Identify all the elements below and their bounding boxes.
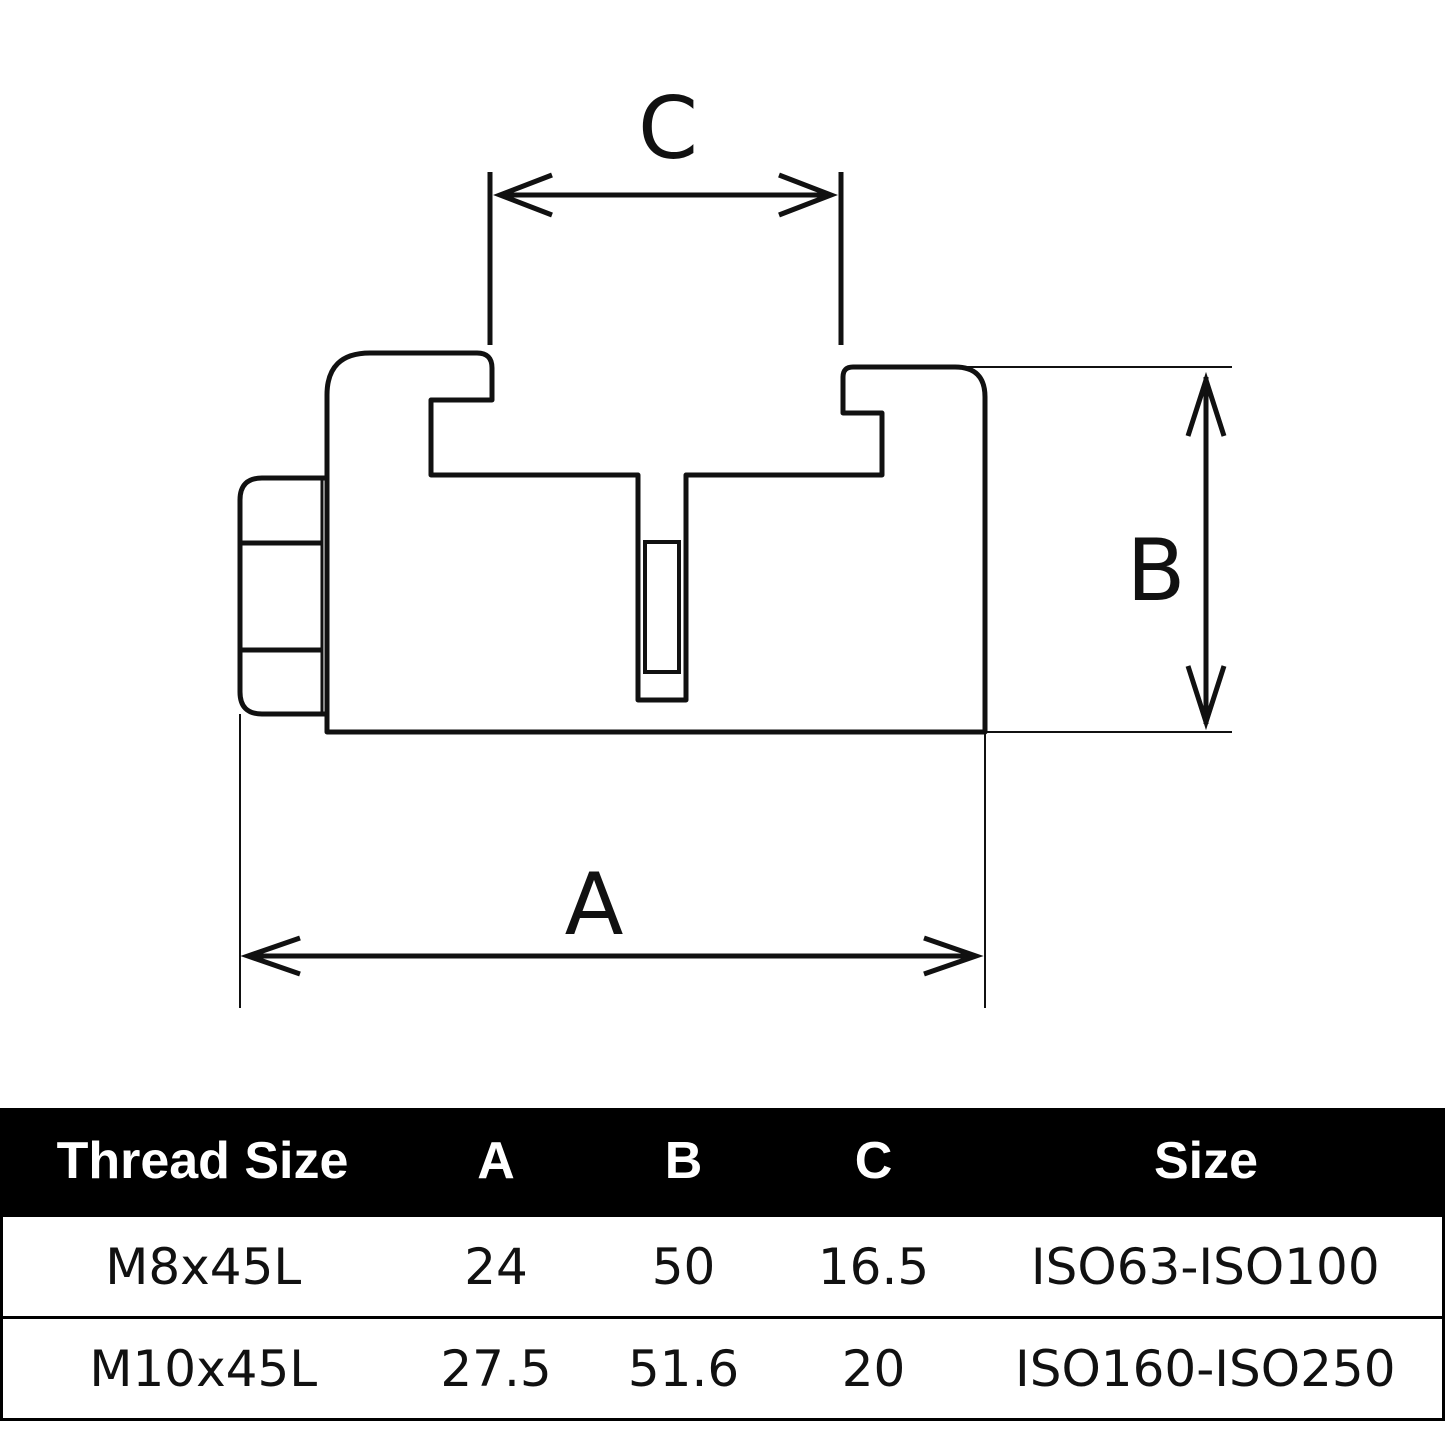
table-row: M8x45L 24 50 16.5 ISO63-ISO100: [0, 1214, 1445, 1319]
clamp-body-outline: [324, 350, 988, 735]
clamp-dimension-drawing: C B A: [237, 79, 1232, 1008]
table-row: M10x45L 27.5 51.6 20 ISO160-ISO250: [0, 1316, 1445, 1421]
cell-size: ISO63-ISO100: [968, 1214, 1445, 1319]
header-thread-size: Thread Size: [0, 1108, 405, 1216]
hex-nut: [237, 475, 327, 717]
cell-thread-size: M10x45L: [0, 1316, 404, 1421]
dim-c-arrow-right: [778, 172, 838, 218]
cell-a: 27.5: [403, 1316, 589, 1421]
cell-a: 24: [403, 1214, 589, 1319]
dim-a-arrow-right: [923, 935, 984, 977]
header-b: B: [587, 1108, 780, 1216]
dim-b-arrow-top: [1185, 371, 1227, 437]
spec-table: Thread Size A B C Size M8x45L 24 50 16.5…: [0, 1108, 1445, 1421]
cell-b: 51.6: [588, 1316, 779, 1421]
stem-slot: [643, 540, 681, 674]
cell-thread-size: M8x45L: [0, 1214, 404, 1319]
dim-b-label: B: [1127, 521, 1186, 621]
dim-c-label: C: [638, 79, 698, 179]
header-size: Size: [967, 1108, 1445, 1216]
cell-c: 20: [778, 1316, 969, 1421]
dim-c-arrow-left: [493, 172, 553, 218]
dim-a-label: A: [565, 855, 624, 955]
table-header-row: Thread Size A B C Size: [0, 1108, 1445, 1216]
dim-b-arrow-bottom: [1185, 665, 1227, 731]
header-c: C: [777, 1108, 970, 1216]
dim-a-arrow-left: [240, 935, 301, 977]
header-a: A: [402, 1108, 590, 1216]
cell-size: ISO160-ISO250: [968, 1316, 1445, 1421]
cell-c: 16.5: [778, 1214, 969, 1319]
cell-b: 50: [588, 1214, 779, 1319]
